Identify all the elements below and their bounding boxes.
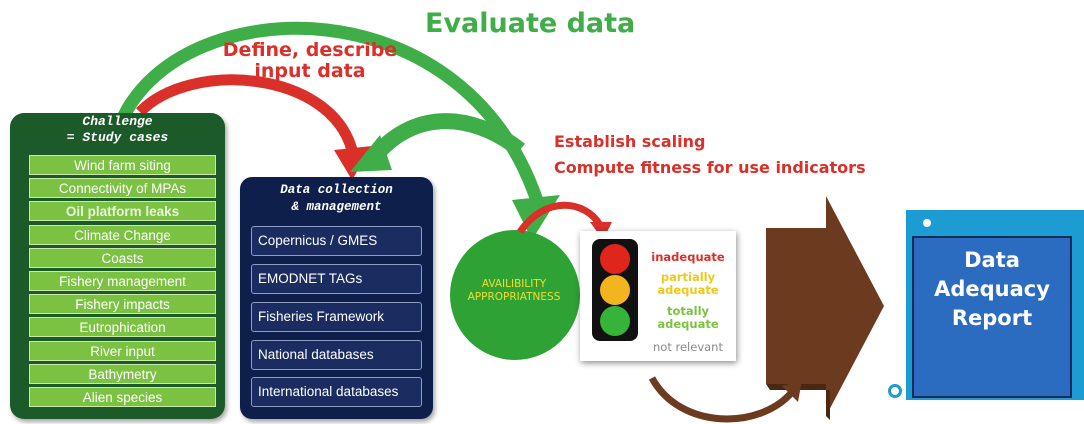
green-lamp — [600, 306, 630, 336]
partially-line-1: partially — [660, 270, 716, 284]
define-arrow — [136, 74, 358, 152]
data-to-eval-arrow — [365, 113, 525, 166]
data-source-item: Fisheries Framework — [251, 302, 422, 332]
binder-ring-top-icon — [920, 216, 934, 230]
traffic-light-icon — [592, 239, 638, 341]
report-title: Data Adequacy Report — [914, 246, 1070, 333]
availability-label: AVAILIBILITY APPROPRIATNESS — [452, 278, 576, 304]
study-case-item: River input — [29, 340, 216, 361]
totally-adequate-label: totally adequate — [642, 305, 734, 331]
challenge-title-line-1: Challenge — [82, 114, 153, 129]
not-relevant-label: not relevant — [653, 340, 723, 354]
compute-fitness-label: Compute fitness for use indicators — [554, 158, 866, 177]
amber-lamp — [600, 275, 630, 305]
report-line-1: Data — [964, 248, 1020, 272]
scaling-arrow — [517, 201, 603, 235]
define-line-2: input data — [254, 60, 366, 82]
define-describe-title: Define, describe input data — [205, 40, 415, 82]
define-arrowhead — [334, 146, 372, 180]
binder-ring-bottom-icon — [888, 384, 902, 398]
data-collection-title-line-1: Data collection — [280, 183, 393, 197]
totally-line-1: totally — [666, 304, 710, 318]
traffic-light-card: inadequate partially adequate totally ad… — [580, 231, 736, 361]
data-to-eval-arrowhead — [350, 135, 392, 172]
report-arrow — [766, 196, 884, 416]
data-collection-title: Data collection & management — [240, 182, 433, 216]
report-line-2: Adequacy — [934, 277, 1050, 301]
availability-circle — [450, 230, 580, 360]
feedback-arrow — [648, 376, 795, 423]
define-line-1: Define, describe — [222, 39, 398, 61]
challenge-title: Challenge = Study cases — [10, 114, 225, 146]
data-source-item: National databases — [251, 340, 422, 370]
data-source-item: EMODNET TAGs — [251, 264, 422, 294]
study-case-item: Alien species — [29, 386, 216, 407]
data-source-item: International databases — [251, 377, 422, 407]
partially-line-2: adequate — [657, 283, 719, 297]
study-case-item: Oil platform leaks — [29, 201, 216, 222]
inadequate-label: inadequate — [651, 250, 725, 264]
data-adequacy-report: Data Adequacy Report — [912, 236, 1072, 398]
partially-adequate-label: partially adequate — [642, 271, 734, 297]
study-case-list: Wind farm siting Connectivity of MPAs Oi… — [29, 155, 216, 410]
study-case-item: Fishery impacts — [29, 294, 216, 315]
study-case-item: Wind farm siting — [29, 155, 216, 175]
appropriateness-line-2: APPROPRIATNESS — [467, 291, 561, 303]
feedback-arrowhead — [782, 380, 802, 402]
data-collection-title-line-2: & management — [291, 200, 382, 214]
study-case-item: Eutrophication — [29, 317, 216, 338]
availability-line-1: AVAILIBILITY — [481, 278, 547, 290]
evaluate-data-title: Evaluate data — [425, 8, 636, 39]
report-line-3: Report — [951, 306, 1033, 330]
red-lamp — [600, 244, 630, 274]
study-case-item: Climate Change — [29, 224, 216, 245]
challenge-box: Challenge = Study cases Wind farm siting… — [10, 113, 225, 419]
study-case-item: Connectivity of MPAs — [29, 178, 216, 199]
challenge-title-line-2: = Study cases — [66, 130, 169, 145]
establish-scaling-label: Establish scaling — [554, 132, 706, 151]
study-case-item: Bathymetry — [29, 363, 216, 384]
study-case-item: Fishery management — [29, 270, 216, 291]
totally-line-2: adequate — [657, 317, 719, 331]
data-source-item: Copernicus / GMES — [251, 226, 422, 256]
report-arrow-shadow — [766, 384, 830, 420]
data-collection-box: Data collection & management Copernicus … — [240, 177, 433, 419]
study-case-item: Coasts — [29, 247, 216, 268]
